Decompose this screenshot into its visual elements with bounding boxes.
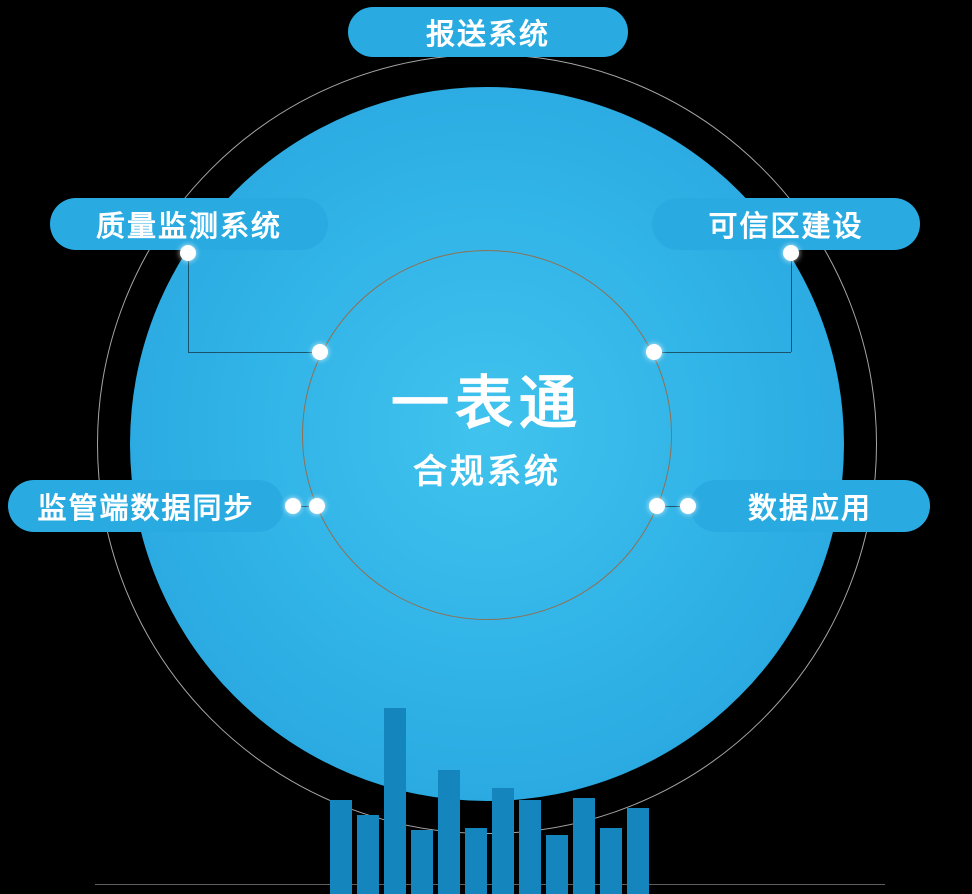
- decor-bar: [627, 808, 649, 894]
- decor-bar: [465, 828, 487, 894]
- decor-bar: [330, 800, 352, 894]
- decor-bars: [330, 708, 649, 894]
- decor-bar: [519, 800, 541, 894]
- connector-dot: [285, 498, 301, 514]
- pill-reporting-system-label: 报送系统: [425, 19, 550, 51]
- inner-ring: [302, 250, 672, 620]
- pill-reporting-system: 报送系统: [348, 7, 628, 57]
- pill-quality-monitoring-system: 质量监测系统: [50, 198, 328, 250]
- decor-bar: [492, 788, 514, 894]
- decor-bar: [600, 828, 622, 894]
- connector-line: [188, 253, 189, 352]
- center-title: 一表通: [390, 371, 583, 436]
- connector-dot: [309, 498, 325, 514]
- connector-dot: [649, 498, 665, 514]
- pill-data-application-label: 数据应用: [747, 493, 872, 525]
- pill-regulator-data-sync-label: 监管端数据同步: [37, 493, 255, 525]
- connector-dot: [180, 245, 196, 261]
- connector-dot: [783, 245, 799, 261]
- decor-bar: [384, 708, 406, 894]
- connector-line: [654, 352, 791, 353]
- pill-quality-monitoring-system-label: 质量监测系统: [95, 211, 282, 243]
- decor-bar: [546, 835, 568, 894]
- pill-trusted-zone: 可信区建设: [652, 198, 920, 250]
- center-subtitle: 合规系统: [413, 452, 561, 491]
- connector-line: [657, 506, 688, 507]
- pill-regulator-data-sync: 监管端数据同步: [8, 480, 284, 532]
- decor-bar: [573, 798, 595, 894]
- connector-dot: [312, 344, 328, 360]
- connector-dot: [646, 344, 662, 360]
- connector-line: [293, 506, 317, 507]
- baseline-rule: [95, 884, 885, 885]
- connector-dot: [680, 498, 696, 514]
- center-text-block: 一表通 合规系统: [302, 372, 672, 493]
- pill-trusted-zone-label: 可信区建设: [708, 211, 864, 243]
- decor-bar: [411, 830, 433, 894]
- pill-data-application: 数据应用: [690, 480, 930, 532]
- decor-bar: [357, 815, 379, 894]
- decor-bar: [438, 770, 460, 894]
- connector-line: [791, 253, 792, 352]
- connector-line: [188, 352, 320, 353]
